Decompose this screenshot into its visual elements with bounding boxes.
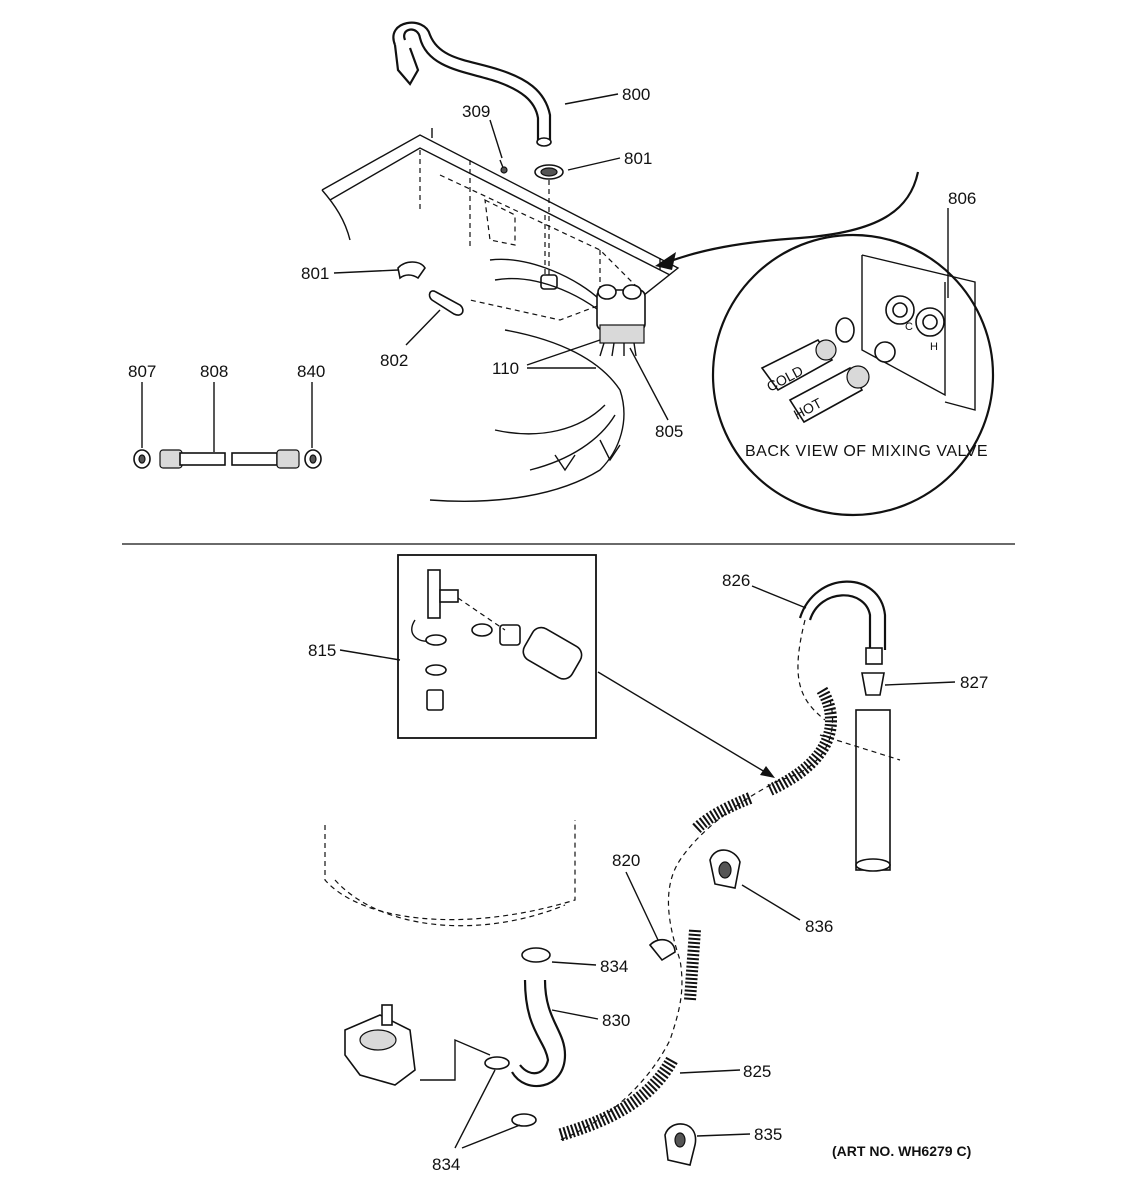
art-number: (ART NO. WH6279 C) — [832, 1143, 971, 1159]
standpipe — [819, 709, 901, 872]
clamp-801-top — [534, 164, 564, 180]
label-825: 825 — [743, 1062, 771, 1081]
label-830: 830 — [602, 1011, 630, 1030]
label-826: 826 — [722, 571, 750, 590]
mixing-valve — [596, 284, 646, 357]
label-835: 835 — [754, 1125, 782, 1144]
label-834-bottom: 834 — [432, 1155, 460, 1174]
label-827: 827 — [960, 673, 988, 692]
inlet-hose-800 — [392, 21, 552, 147]
label-806: 806 — [948, 189, 976, 208]
spring-clip-802 — [428, 290, 464, 316]
drain-hose-825 — [558, 619, 837, 1142]
label-801-top: 801 — [624, 149, 652, 168]
c-mark: C — [905, 321, 913, 333]
arrow-to-inset — [655, 171, 920, 270]
label-805: 805 — [655, 422, 683, 441]
inset-caption: BACK VIEW OF MIXING VALVE — [745, 443, 988, 460]
clamp-835 — [664, 1123, 697, 1166]
h-mark: H — [930, 341, 938, 353]
hose-830 — [511, 947, 567, 1087]
clamp-820 — [648, 938, 676, 962]
fill-hose-808 — [133, 449, 322, 469]
label-800: 800 — [622, 85, 650, 104]
clamp-801-left — [397, 261, 426, 280]
clip-836 — [709, 849, 741, 889]
label-802: 802 — [380, 351, 408, 370]
tub-upper — [429, 258, 625, 502]
label-309: 309 — [462, 102, 490, 121]
label-834-top: 834 — [600, 957, 628, 976]
label-808: 808 — [200, 362, 228, 381]
label-110: 110 — [492, 359, 519, 378]
pump — [344, 1004, 537, 1127]
leader-lines — [141, 93, 956, 1149]
inset-815-box — [397, 554, 597, 739]
label-801-left: 801 — [301, 264, 329, 283]
label-836: 836 — [805, 917, 833, 936]
mixing-valve-inset: COLD HOT C H BACK VIEW OF MIXING VALVE — [711, 233, 995, 517]
screw-309 — [499, 159, 508, 174]
label-820: 820 — [612, 851, 640, 870]
tub-lower — [324, 820, 576, 927]
label-840: 840 — [297, 362, 325, 381]
hose-hook-826 — [798, 580, 887, 696]
label-815: 815 — [308, 641, 336, 660]
label-807: 807 — [128, 362, 156, 381]
